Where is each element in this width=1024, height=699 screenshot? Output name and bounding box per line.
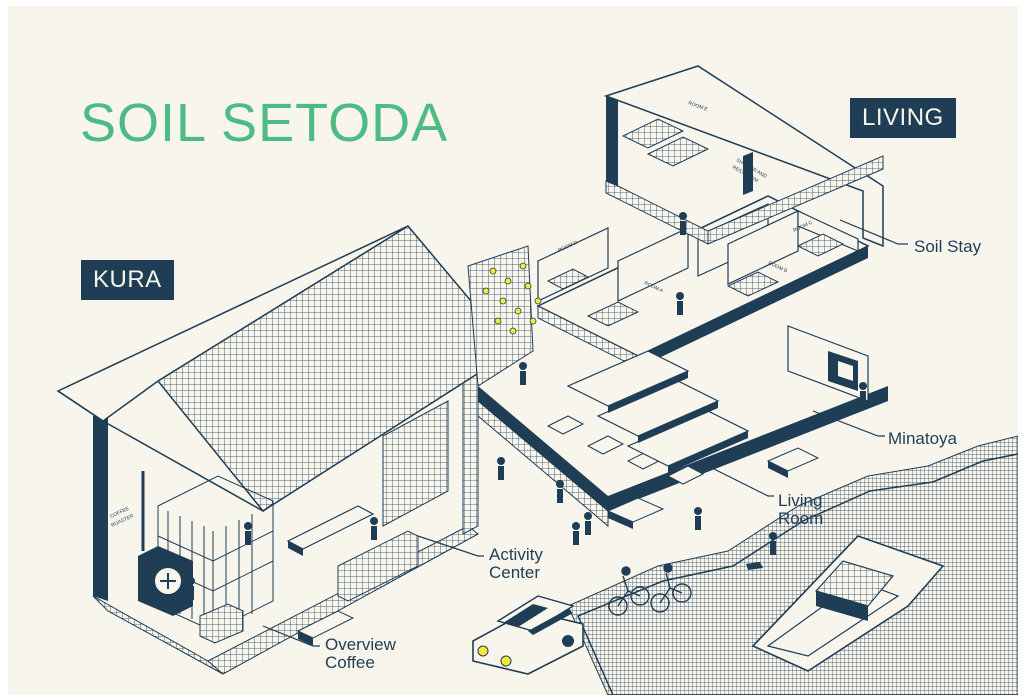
leader-activity-center <box>417 535 484 557</box>
kura-tag: KURA <box>81 260 174 300</box>
living-building <box>467 65 888 529</box>
isometric-illustration: ROOM E ROOM D ROOM C ROOM B ROOM A SHOWE… <box>56 65 1018 695</box>
overview-coffee-label-line2: Coffee <box>325 653 375 672</box>
activity-center-label-line1: Activity <box>489 545 543 564</box>
living-room-label: Living Room <box>778 492 823 528</box>
leader-soil-stay <box>839 219 908 245</box>
page-title: SOIL SETODA <box>80 93 449 153</box>
overview-coffee-label-line1: Overview <box>325 635 396 654</box>
minatoya-label: Minatoya <box>888 429 957 448</box>
leader-lines <box>262 219 908 647</box>
activity-center-label-line2: Center <box>489 563 541 582</box>
cyclists <box>608 563 692 616</box>
living-room-label-line2: Room <box>778 509 824 528</box>
sea-water <box>567 435 1018 695</box>
shoreline <box>577 453 1018 695</box>
people <box>187 212 867 600</box>
soil-stay-label: Soil Stay <box>914 237 982 256</box>
kura-building <box>56 225 515 675</box>
leader-minatoya <box>812 410 885 437</box>
leader-living-room <box>707 465 774 497</box>
illustration-canvas: ROOM E ROOM D ROOM C ROOM B ROOM A SHOWE… <box>8 6 1018 695</box>
car <box>472 595 584 675</box>
leader-overview-coffee <box>262 625 320 647</box>
overview-coffee-label: Overview Coffee <box>325 636 396 672</box>
boat <box>751 535 945 672</box>
living-tag: LIVING <box>850 98 956 138</box>
living-room-label-line1: Living <box>778 491 823 510</box>
activity-center-label: Activity Center <box>489 546 543 582</box>
